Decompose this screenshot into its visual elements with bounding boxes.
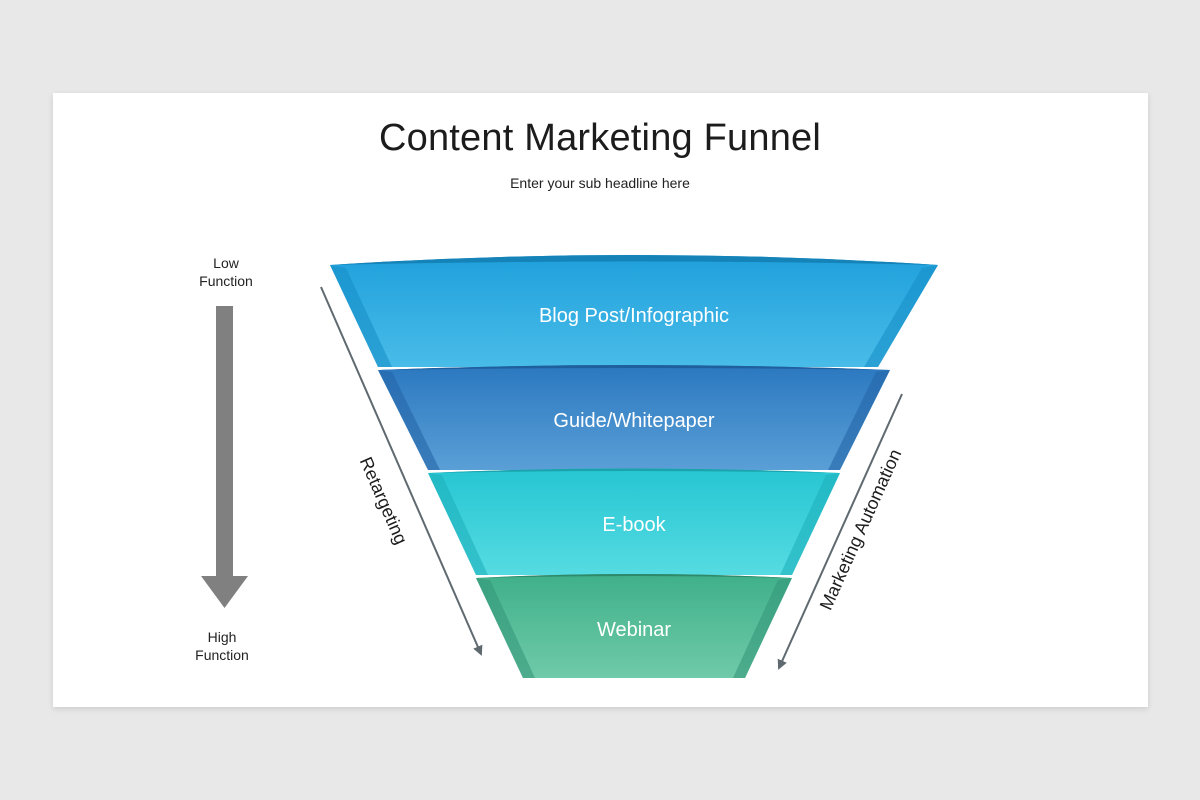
funnel-stage-blog-post: Blog Post/Infographic	[330, 255, 938, 367]
page-title: Content Marketing Funnel	[378, 117, 822, 159]
marketing-automation-arrow-icon	[777, 393, 903, 670]
marketing-automation-label: Marketing Automation	[816, 446, 906, 613]
funnel-stage-webinar: Webinar	[476, 574, 792, 678]
retargeting-label: Retargeting	[356, 454, 412, 547]
page-subtitle: Enter your sub headline here	[510, 175, 690, 191]
high-function-label: High Function	[167, 628, 277, 664]
stage-label-ebook: E-book	[602, 514, 666, 536]
funnel-stage-ebook: E-book	[428, 468, 840, 575]
funnel-stage-guide: Guide/Whitepaper	[378, 365, 890, 470]
retargeting-arrow-icon	[320, 286, 483, 656]
high-function-line-1: High	[207, 629, 237, 645]
stage-label-guide: Guide/Whitepaper	[553, 410, 715, 432]
low-function-line-1: Low	[213, 255, 239, 271]
high-function-line-2: Function	[195, 647, 249, 663]
stage-label-blog-post: Blog Post/Infographic	[539, 305, 729, 327]
low-function-line-2: Function	[199, 273, 253, 289]
low-function-label: Low Function	[171, 254, 281, 290]
down-arrow-icon	[201, 306, 248, 608]
stage-label-webinar: Webinar	[597, 619, 671, 641]
